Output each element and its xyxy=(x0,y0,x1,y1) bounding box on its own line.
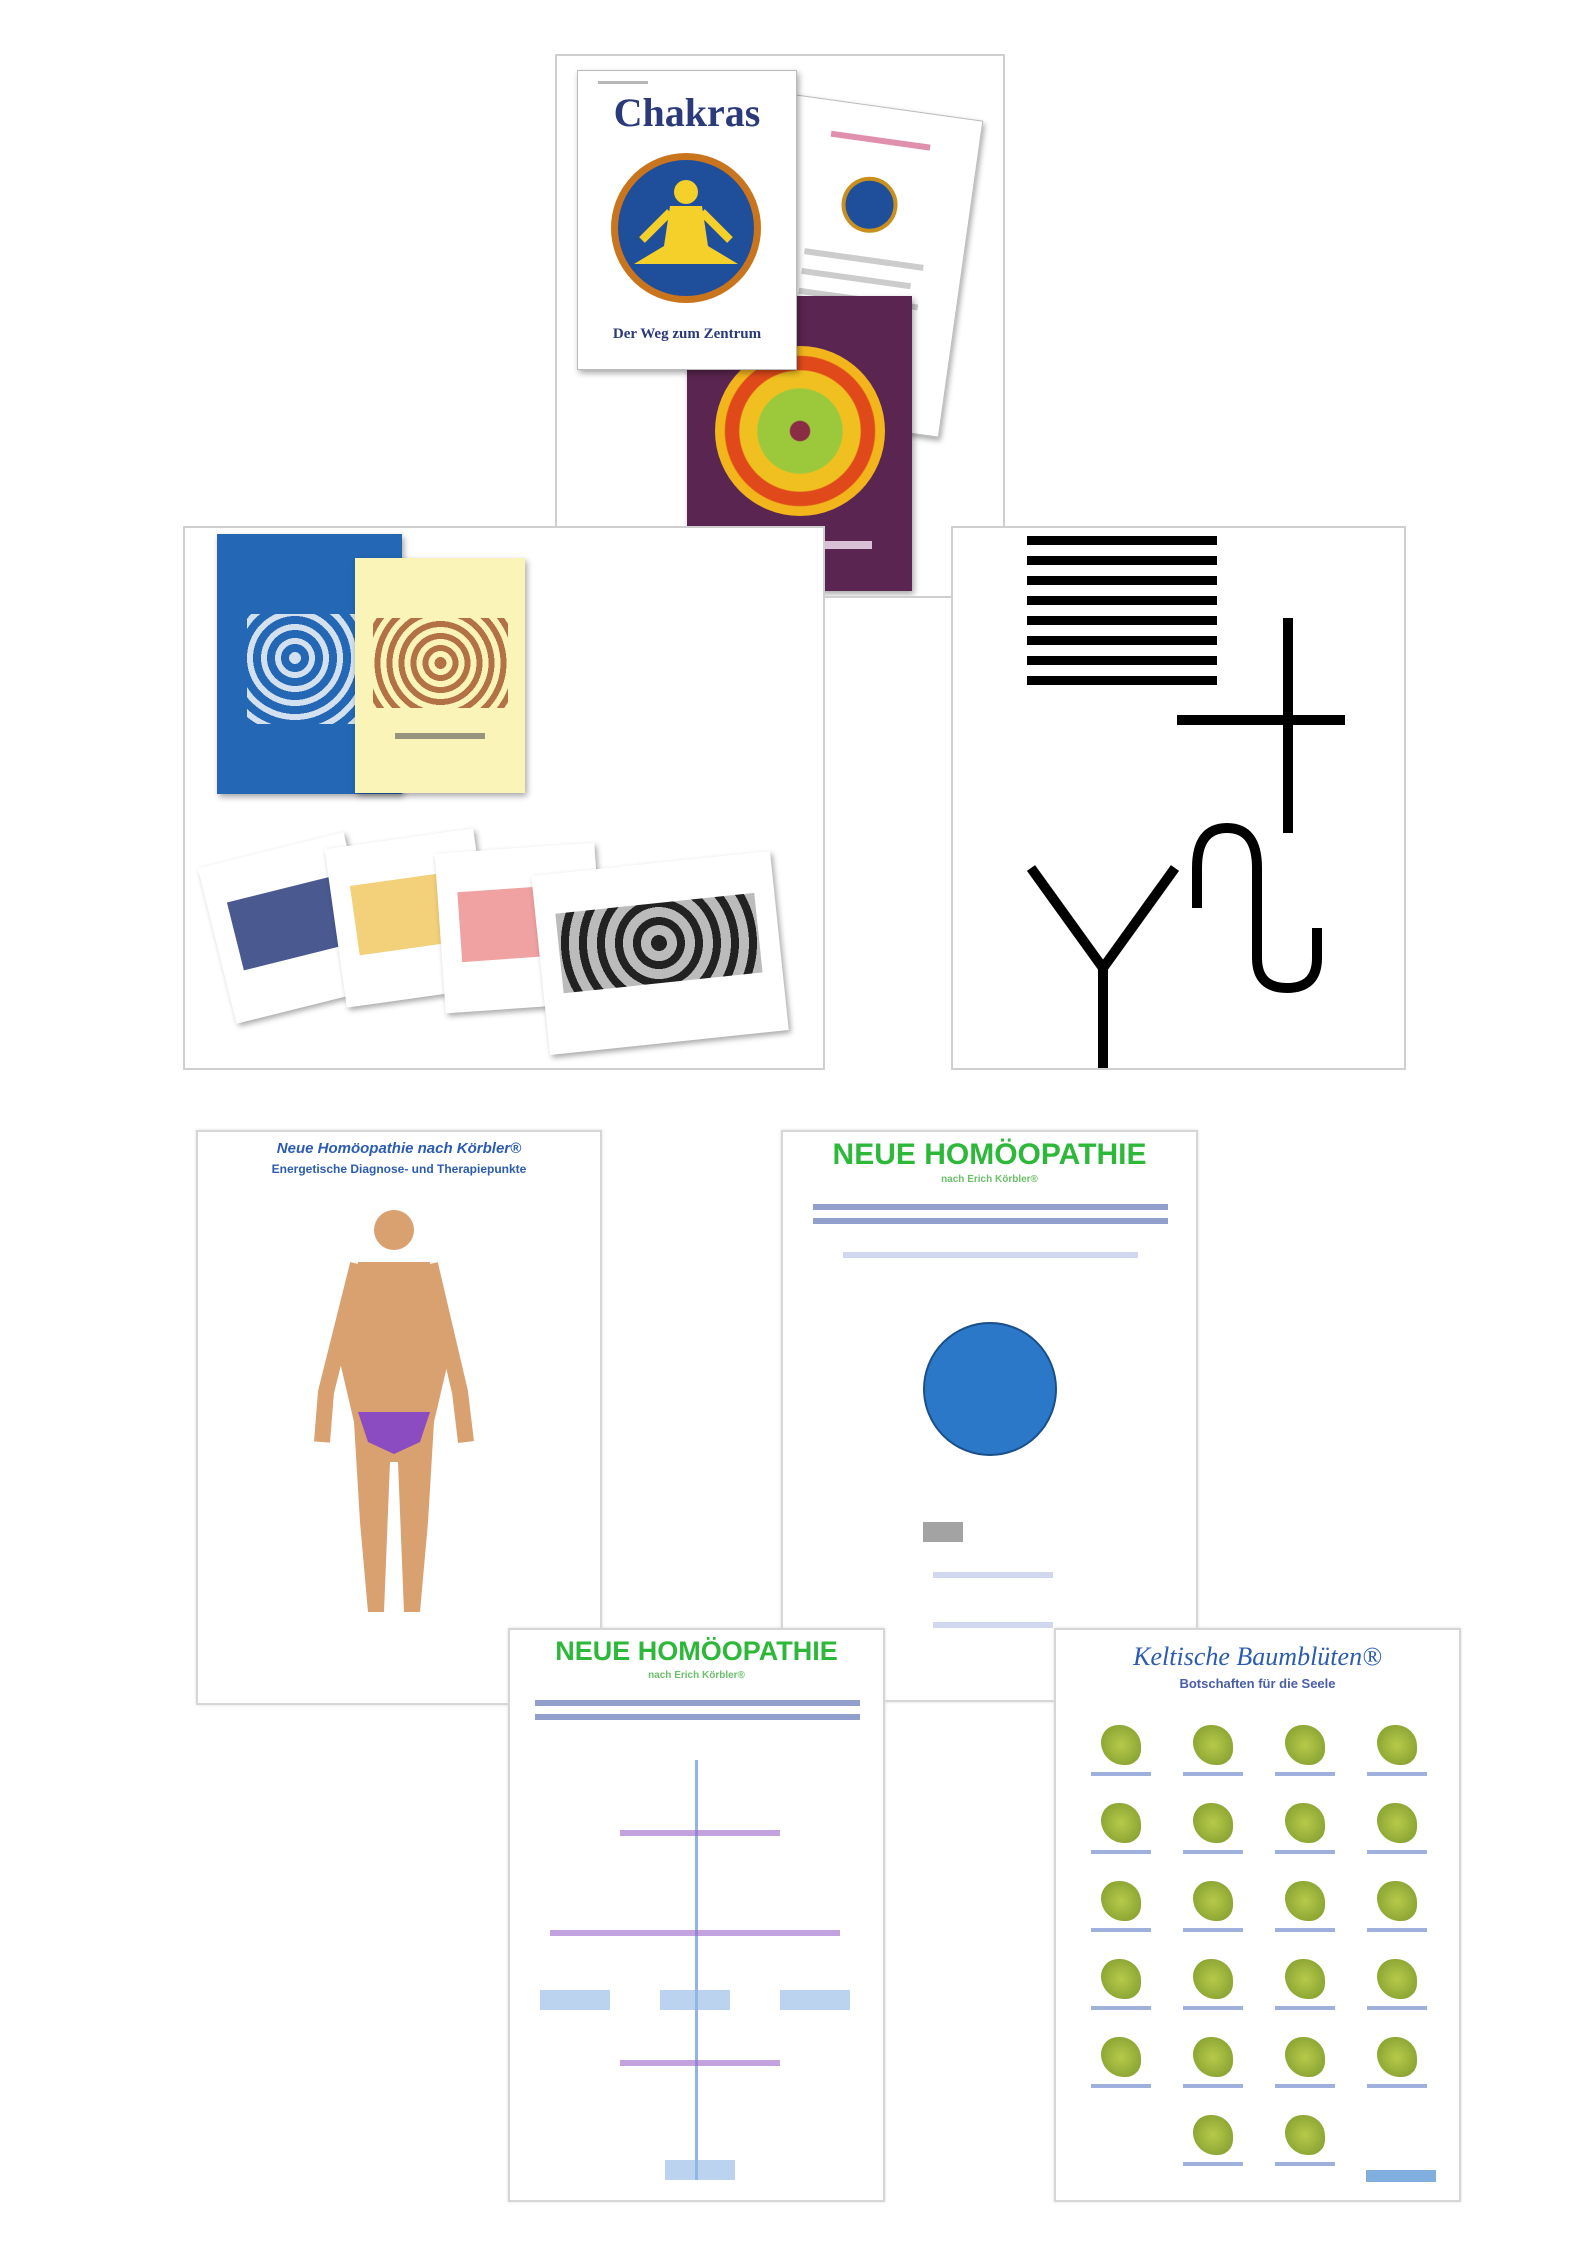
plant-label xyxy=(1367,2084,1427,2088)
plant-icon xyxy=(1101,1803,1141,1843)
plant-label xyxy=(1367,2006,1427,2010)
human-figure-icon xyxy=(314,1210,474,1612)
energy-wheel-icon xyxy=(923,1322,1057,1456)
chakra-book-cover: Chakras Der Weg zum Zentrum xyxy=(577,70,797,370)
plant-icon xyxy=(1285,1803,1325,1843)
plant-label xyxy=(1183,2006,1243,2010)
plant-icon xyxy=(1101,1959,1141,1999)
chakra-meditation-emblem xyxy=(611,153,761,303)
plant-icon xyxy=(1377,2037,1417,2077)
plant-icon xyxy=(1193,1725,1233,1765)
plant-label xyxy=(1183,1928,1243,1932)
plant-label xyxy=(1091,2084,1151,2088)
books-and-cards-product-image xyxy=(183,526,825,1070)
plant-label xyxy=(1091,1772,1151,1776)
plant-icon xyxy=(1285,1959,1325,1999)
plant-label xyxy=(1275,2084,1335,2088)
plant-icon xyxy=(1377,1725,1417,1765)
plant-icon xyxy=(1377,1803,1417,1843)
plant-label xyxy=(1367,1928,1427,1932)
plant-icon xyxy=(1377,1881,1417,1921)
homeopathy-poster-1-title: NEUE HOMÖOPATHIE xyxy=(832,1138,1147,1171)
plant-label xyxy=(1275,2006,1335,2010)
plant-icon xyxy=(1285,1881,1325,1921)
plant-label xyxy=(1367,1850,1427,1854)
human-body-poster: Neue Homöopathie nach Körbler® Energetis… xyxy=(196,1130,602,1705)
plant-label xyxy=(1367,1772,1427,1776)
plant-icon xyxy=(1285,2037,1325,2077)
plant-icon xyxy=(1101,2037,1141,2077)
plant-label xyxy=(1183,1772,1243,1776)
plant-icon xyxy=(1285,1725,1325,1765)
card-4 xyxy=(531,850,789,1056)
plant-label xyxy=(1275,2162,1335,2166)
plant-label xyxy=(1275,1850,1335,1854)
plant-icon xyxy=(1193,1881,1233,1921)
chakras-subtitle: Der Weg zum Zentrum xyxy=(612,326,762,342)
symbols-product-image xyxy=(951,526,1406,1070)
plant-icon xyxy=(1285,2115,1325,2155)
chakras-title: Chakras xyxy=(613,90,761,135)
plant-label xyxy=(1091,2006,1151,2010)
human-poster-subtitle: Energetische Diagnose- und Therapiepunkt… xyxy=(271,1162,527,1176)
plant-icon xyxy=(1193,2037,1233,2077)
plant-label xyxy=(1091,1850,1151,1854)
plant-icon xyxy=(1193,2115,1233,2155)
energy-symbols-icon xyxy=(1026,536,1345,1068)
yellow-book xyxy=(355,558,525,793)
homeopathy-wheel-poster: NEUE HOMÖOPATHIE nach Erich Körbler® xyxy=(781,1130,1198,1702)
homeopathy-poster-2-title: NEUE HOMÖOPATHIE xyxy=(555,1636,838,1666)
plant-icon xyxy=(1193,1803,1233,1843)
plant-icon xyxy=(1193,1959,1233,1999)
plant-label xyxy=(1183,1850,1243,1854)
homeopathy-poster-1-subtitle: nach Erich Körbler® xyxy=(941,1174,1038,1185)
human-poster-title: Neue Homöopathie nach Körbler® xyxy=(276,1140,522,1157)
tree-poster-title: Keltische Baumblüten® xyxy=(1133,1642,1382,1671)
plant-label xyxy=(1091,1928,1151,1932)
plant-label xyxy=(1183,2162,1243,2166)
homeopathy-poster-2-subtitle: nach Erich Körbler® xyxy=(648,1670,745,1681)
plant-label xyxy=(1275,1772,1335,1776)
plant-icon xyxy=(1377,1959,1417,1999)
tree-poster-subtitle: Botschaften für die Seele xyxy=(1179,1676,1336,1691)
chakras-product-image: Chakras Der Weg zum Zentrum xyxy=(555,54,1005,598)
tree-blossoms-poster: Keltische Baumblüten® Botschaften für di… xyxy=(1054,1628,1461,2202)
plant-label xyxy=(1183,2084,1243,2088)
plant-label xyxy=(1275,1928,1335,1932)
homeopathy-flowchart-poster: NEUE HOMÖOPATHIE nach Erich Körbler® xyxy=(508,1628,885,2202)
plant-icon xyxy=(1101,1881,1141,1921)
plant-icon xyxy=(1101,1725,1141,1765)
